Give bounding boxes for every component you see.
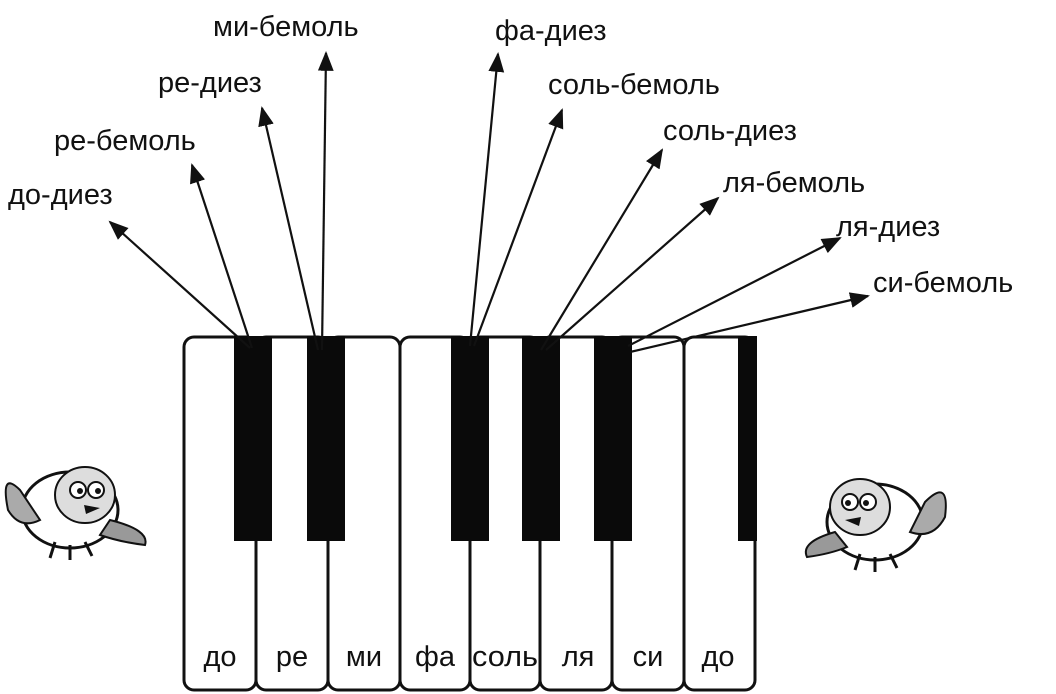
arrow-re-bemol	[190, 163, 254, 349]
label-re-bemol: ре-бемоль	[54, 125, 196, 157]
key-label-si: си	[633, 641, 664, 673]
arrow-re-diez	[258, 106, 320, 351]
black-key-c-sharp[interactable]	[234, 336, 272, 541]
key-label-fa: фа	[415, 641, 456, 673]
key-label-mi: ми	[346, 641, 382, 673]
label-sol-diez: соль-диез	[663, 115, 797, 147]
note-labels: до-диез ре-бемоль ре-диез ми-бемоль фа-д…	[8, 11, 1013, 299]
key-label-re: ре	[276, 641, 308, 673]
label-fa-diez: фа-диез	[495, 15, 607, 47]
label-lya-bemol: ля-бемоль	[723, 167, 865, 199]
label-mi-bemol: ми-бемоль	[213, 11, 359, 43]
arrow-fa-diez	[468, 52, 505, 347]
label-do-diez: до-диез	[8, 179, 113, 211]
left-bird-illustration	[4, 466, 147, 560]
arrow-do-diez	[108, 220, 251, 349]
black-key-g-sharp[interactable]	[522, 336, 560, 541]
arrow-lya-bemol	[545, 196, 720, 351]
arrow-sol-bemol	[472, 108, 564, 347]
black-key-d-sharp[interactable]	[307, 336, 345, 541]
arrow-mi-bemol	[317, 51, 334, 351]
arrow-si-bemol	[629, 292, 870, 354]
black-keys	[234, 336, 757, 541]
right-bird-illustration	[804, 478, 947, 572]
arrow-lya-diez	[627, 237, 842, 347]
key-label-sol: соль	[472, 641, 538, 673]
label-lya-diez: ля-диез	[836, 211, 940, 243]
arrow-sol-diez	[540, 148, 664, 351]
white-key-labels: до ре ми фа соль ля си до	[203, 641, 734, 673]
black-key-partial[interactable]	[738, 336, 757, 541]
label-re-diez: ре-диез	[158, 67, 262, 99]
black-key-f-sharp[interactable]	[451, 336, 489, 541]
key-label-do: до	[203, 641, 236, 673]
label-sol-bemol: соль-бемоль	[548, 69, 720, 101]
key-label-do-high: до	[701, 641, 734, 673]
label-si-bemol: си-бемоль	[873, 267, 1013, 299]
black-key-a-sharp[interactable]	[594, 336, 632, 541]
key-label-la: ля	[562, 641, 595, 673]
arrows	[108, 51, 870, 354]
